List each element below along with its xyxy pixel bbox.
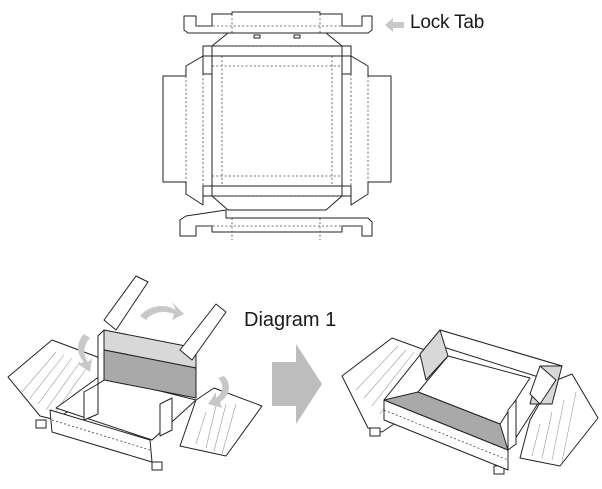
next-step-arrow-icon (272, 344, 322, 424)
diagram-1-label: Diagram 1 (244, 309, 337, 331)
right-hatched-flap (519, 373, 599, 467)
lock-tab-arrow-icon (385, 18, 404, 32)
bottom-flap (211, 195, 343, 211)
lock-tab-label: Lock Tab (410, 12, 485, 33)
fold-arrow-icon (78, 334, 92, 372)
top-lock-strip (183, 11, 373, 34)
bottom-lock-strip (179, 209, 373, 237)
base-panel (211, 55, 343, 187)
assembled-tray (341, 329, 599, 475)
top-flap (211, 32, 343, 47)
fold-arrow-icon (208, 376, 229, 408)
inner-wall-shaded (383, 391, 509, 451)
front-wall (49, 409, 153, 463)
right-flap (341, 55, 392, 206)
fold-arrow-icon (140, 302, 184, 320)
folding-step-tray (7, 275, 263, 471)
right-hatched-flap (179, 387, 263, 457)
left-flap (162, 55, 213, 206)
flat-dieline (162, 11, 392, 240)
